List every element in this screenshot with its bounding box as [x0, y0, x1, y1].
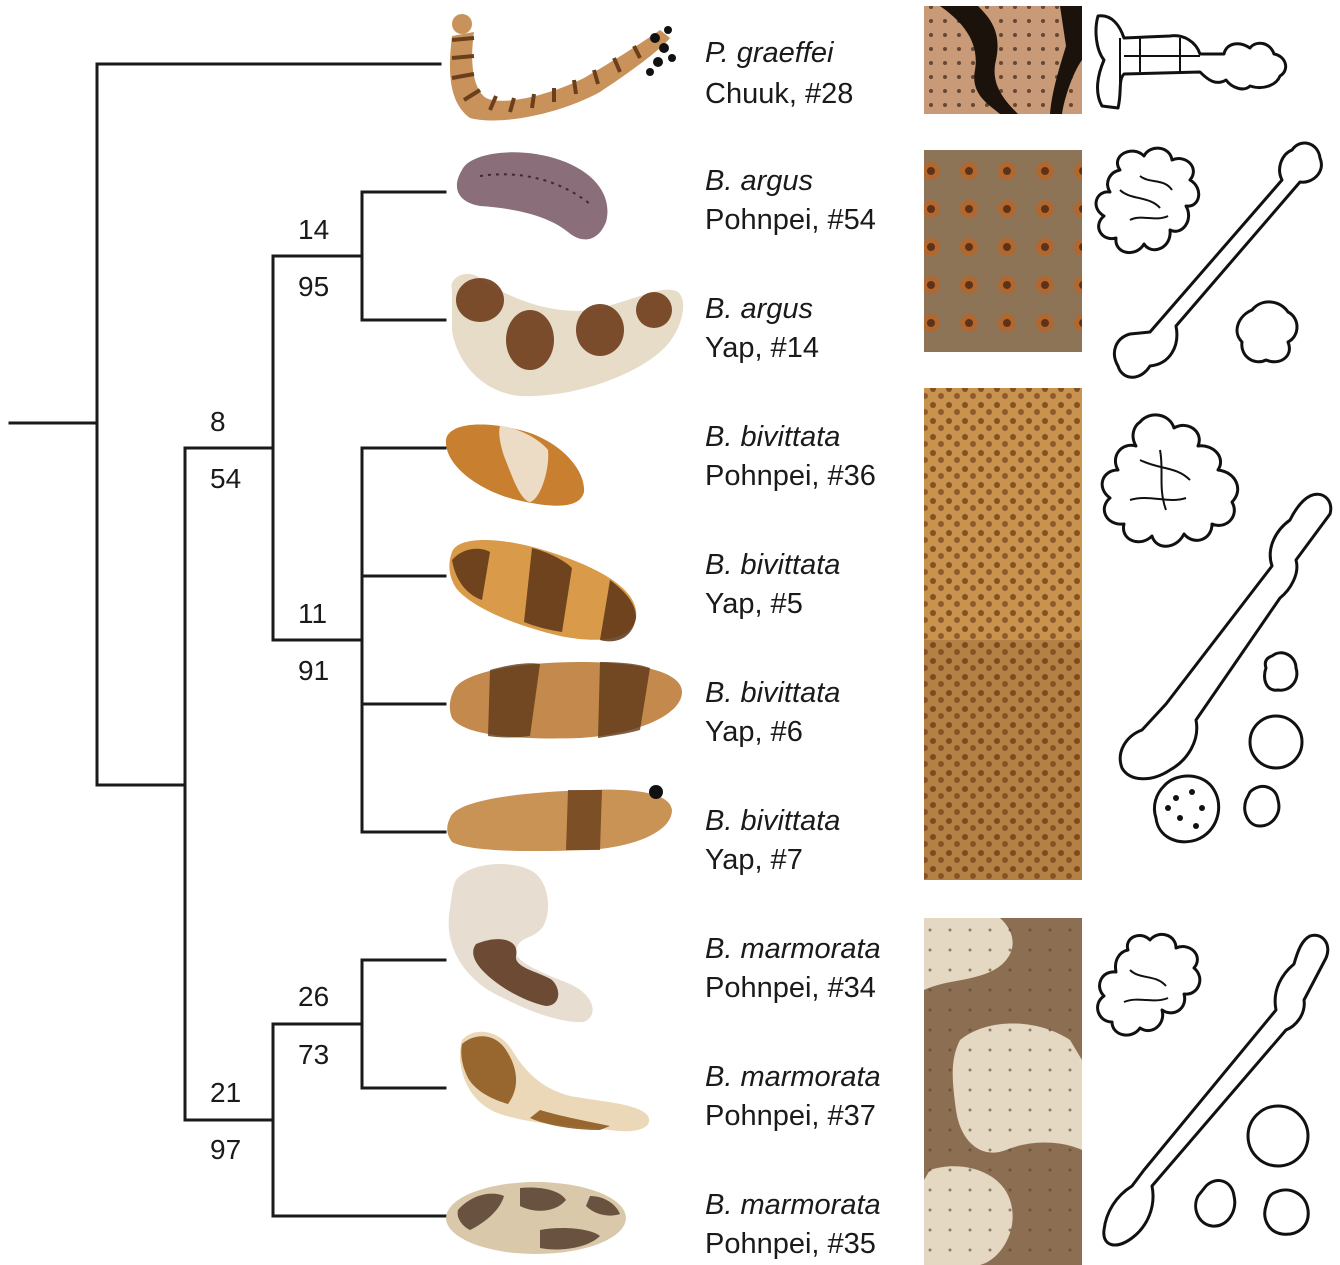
node-argus-bivittata-bottom: 54 [210, 463, 241, 494]
taxon-locality: Pohnpei, #34 [705, 972, 876, 1004]
taxon-species: B. bivittata [705, 549, 840, 581]
skin-panel-b-marmorata [924, 918, 1082, 1265]
node-marmorata-top: 21 [210, 1077, 241, 1108]
specimen-b-marmorata-35 [446, 1182, 626, 1254]
taxon-species: B. bivittata [705, 805, 840, 837]
ossicle-drawings [1096, 16, 1331, 1245]
skin-panel-b-bivittata [924, 388, 1082, 880]
taxon-locality: Chuuk, #28 [705, 78, 853, 110]
node-marmorata-inner-bottom: 73 [298, 1039, 329, 1070]
taxon-species: B. marmorata [705, 1189, 881, 1221]
skin-pattern-panels [924, 6, 1082, 1265]
taxon-locality: Pohnpei, #36 [705, 460, 876, 492]
taxon-species: B. bivittata [705, 421, 840, 453]
skin-panel-b-argus [924, 150, 1082, 352]
node-bivittata-bottom: 91 [298, 655, 329, 686]
specimen-b-marmorata-37 [460, 1032, 649, 1132]
specimen-p-graeffei [450, 14, 676, 120]
taxon-species: B. argus [705, 165, 813, 197]
taxon-locality: Yap, #5 [705, 588, 803, 620]
ossicle-b-argus [1096, 143, 1321, 377]
ossicle-p-graeffei [1096, 16, 1286, 108]
taxon-locality: Pohnpei, #54 [705, 204, 876, 236]
taxon-locality: Yap, #14 [705, 332, 819, 364]
specimen-b-argus-54 [457, 152, 608, 239]
node-support-labels: 14 95 8 54 11 91 26 73 21 97 [210, 214, 329, 1165]
node-marmorata-inner-top: 26 [298, 981, 329, 1012]
taxon-species: B. argus [705, 293, 813, 325]
node-argus-top: 14 [298, 214, 329, 245]
specimen-b-argus-14 [451, 274, 683, 396]
specimen-b-bivittata-36 [446, 425, 584, 506]
taxon-locality: Pohnpei, #37 [705, 1100, 876, 1132]
taxon-locality: Pohnpei, #35 [705, 1228, 876, 1260]
ossicle-b-bivittata [1102, 415, 1331, 842]
node-bivittata-top: 11 [298, 598, 327, 629]
ossicle-b-marmorata [1098, 934, 1328, 1245]
taxon-species: B. bivittata [705, 677, 840, 709]
specimen-b-marmorata-34 [449, 864, 593, 1022]
taxon-species: P. graeffei [705, 37, 835, 69]
node-marmorata-bottom: 97 [210, 1134, 241, 1165]
node-argus-bivittata-top: 8 [210, 406, 226, 437]
taxon-locality: Yap, #6 [705, 716, 803, 748]
specimen-b-bivittata-6 [450, 662, 682, 738]
taxon-locality: Yap, #7 [705, 844, 803, 876]
node-argus-bottom: 95 [298, 271, 329, 302]
taxon-labels: P. graeffei Chuuk, #28 B. argus Pohnpei,… [705, 37, 881, 1260]
specimen-illustrations [446, 14, 683, 1254]
taxon-species: B. marmorata [705, 933, 881, 965]
specimen-b-bivittata-5 [449, 540, 636, 641]
taxon-species: B. marmorata [705, 1061, 881, 1093]
specimen-b-bivittata-7 [447, 785, 672, 851]
skin-panel-p-graeffei [924, 6, 1082, 114]
phylogenetic-tree [10, 64, 445, 1216]
